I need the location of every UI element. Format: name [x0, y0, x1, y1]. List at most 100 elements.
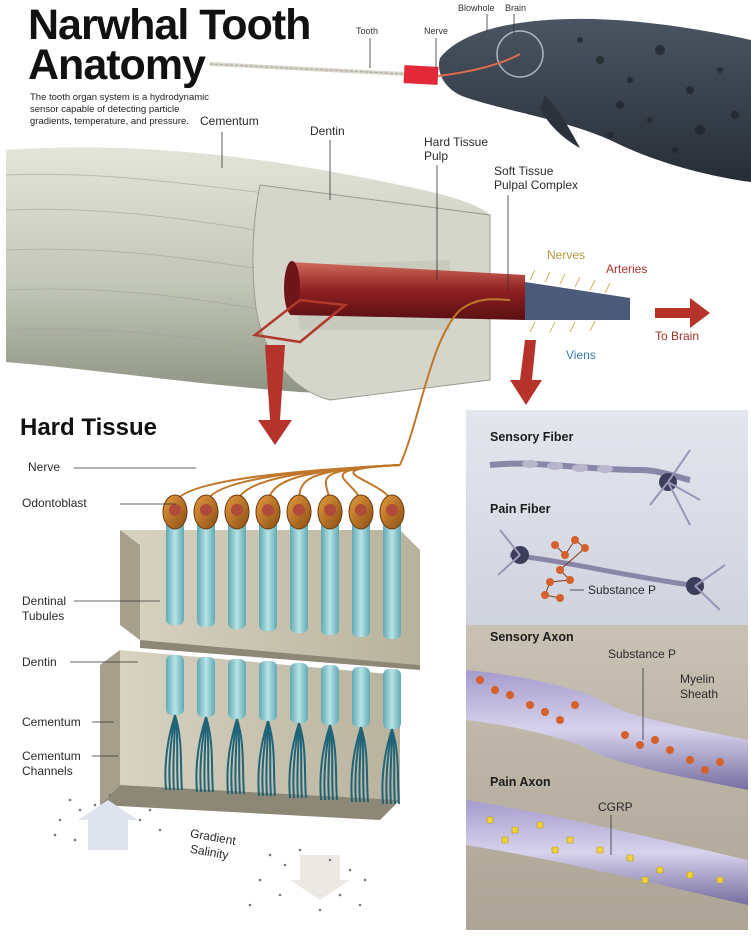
page-title-line-1: Narwhal Tooth: [28, 1, 311, 49]
dentinal-tubules: [166, 520, 401, 639]
label-cementum-channels-1: Cementum: [22, 749, 81, 763]
particle: [68, 798, 72, 802]
hard-tissue-block: [53, 298, 511, 912]
odontoblast-nucleus: [293, 504, 305, 516]
cementum-channel: [174, 714, 183, 791]
particle: [338, 893, 342, 897]
label-soft-tissue-2: Pulpal Complex: [494, 178, 579, 192]
whale-leader-lines: [369, 14, 515, 68]
substance-p-molecules-axon: [476, 676, 724, 774]
cgrp-particle: [596, 846, 604, 854]
substance-p: [551, 541, 559, 549]
cementum-channel: [391, 728, 400, 805]
cementum-channel: [205, 716, 214, 793]
substance-p: [636, 741, 644, 749]
label-cementum-channels-2: Channels: [22, 764, 73, 778]
substance-p: [541, 708, 549, 716]
page-title-line-2: Anatomy: [28, 41, 206, 89]
cgrp-particle: [641, 876, 649, 884]
odontoblast-nucleus: [386, 504, 398, 516]
substance-p: [556, 594, 564, 602]
cgrp-particle: [566, 836, 574, 844]
tusk-cross-section: [5, 147, 710, 445]
particle: [148, 808, 152, 812]
pain-fiber-illustration: [497, 529, 726, 611]
panel-title-pain-axon: Pain Axon: [490, 775, 551, 789]
molecule-bond: [559, 547, 586, 571]
cementum-tube: [166, 655, 184, 715]
cementum-channel-tubes: [164, 655, 401, 805]
cementum-channel: [236, 718, 245, 795]
cementum-channel: [329, 724, 338, 801]
cgrp-particle: [656, 866, 664, 874]
substance-p: [491, 686, 499, 694]
label-nerves: Nerves: [547, 248, 586, 262]
label-to-brain: To Brain: [655, 329, 700, 343]
cgrp-particle: [486, 816, 494, 824]
substance-p: [476, 676, 484, 684]
particle: [268, 853, 272, 857]
cementum-channel: [391, 728, 396, 805]
particle: [158, 828, 162, 832]
odontoblast-cells: [162, 494, 405, 530]
label-sheath: Sheath: [680, 687, 719, 701]
cementum-channel: [174, 714, 179, 791]
substance-p: [621, 731, 629, 739]
label-substance-p-fiber: Substance P: [588, 583, 657, 597]
particle: [328, 858, 332, 862]
substance-p: [666, 746, 674, 754]
cementum-tube: [228, 659, 246, 719]
substance-p: [686, 756, 694, 764]
label-hard-tissue-pulp-1: Hard Tissue: [424, 135, 489, 149]
label-substance-p-axon: Substance P: [608, 647, 677, 661]
substance-p: [571, 701, 579, 709]
label-dentin: Dentin: [22, 655, 57, 669]
cgrp-particle: [626, 854, 634, 862]
cementum-channel: [329, 724, 334, 801]
odontoblast-nucleus: [262, 504, 274, 516]
cementum-channel: [360, 726, 369, 803]
particle: [258, 878, 262, 882]
odontoblast-nucleus: [169, 504, 181, 516]
particle: [363, 878, 367, 882]
cgrp-particle: [551, 846, 559, 854]
odontoblast-nucleus: [200, 504, 212, 516]
panel-title-sensory-axon: Sensory Axon: [490, 630, 574, 644]
hard-tissue-leader-lines: [70, 467, 196, 757]
cgrp-particle: [501, 836, 509, 844]
label-arteries: Arteries: [606, 262, 648, 276]
label-cementum-tusk: Cementum: [200, 114, 259, 128]
particle: [73, 838, 77, 842]
label-dentin-tusk: Dentin: [310, 124, 345, 138]
particle: [283, 863, 287, 867]
substance-p: [541, 591, 549, 599]
cgrp-particle: [511, 826, 519, 834]
substance-p: [651, 736, 659, 744]
salinity-particles: [53, 793, 367, 912]
sensory-fiber-illustration: [489, 449, 701, 526]
particle: [58, 818, 62, 822]
particle: [78, 808, 82, 812]
label-myelin: Myelin: [680, 672, 715, 686]
label-odontoblast: Odontoblast: [22, 496, 87, 510]
cementum-tube: [321, 665, 339, 725]
hard-tissue-heading: Hard Tissue: [20, 414, 157, 441]
pain-axon-illustration: [466, 800, 748, 905]
dentinal-tubule: [166, 520, 184, 625]
cementum-tube: [259, 661, 277, 721]
substance-p: [581, 544, 589, 552]
cgrp-particle: [716, 876, 724, 884]
cementum-channel: [205, 716, 210, 793]
narwhal-illustration: [209, 18, 751, 183]
cgrp-particle: [686, 871, 694, 879]
right-panels: [466, 410, 748, 930]
substance-p: [561, 551, 569, 559]
odontoblast-nucleus: [355, 504, 367, 516]
odontoblast-nucleus: [231, 504, 243, 516]
dentinal-tubule: [352, 520, 370, 637]
substance-p: [556, 566, 564, 574]
cementum-channel: [298, 722, 303, 799]
cementum-channel: [298, 722, 307, 799]
dentinal-tubule: [321, 520, 339, 635]
